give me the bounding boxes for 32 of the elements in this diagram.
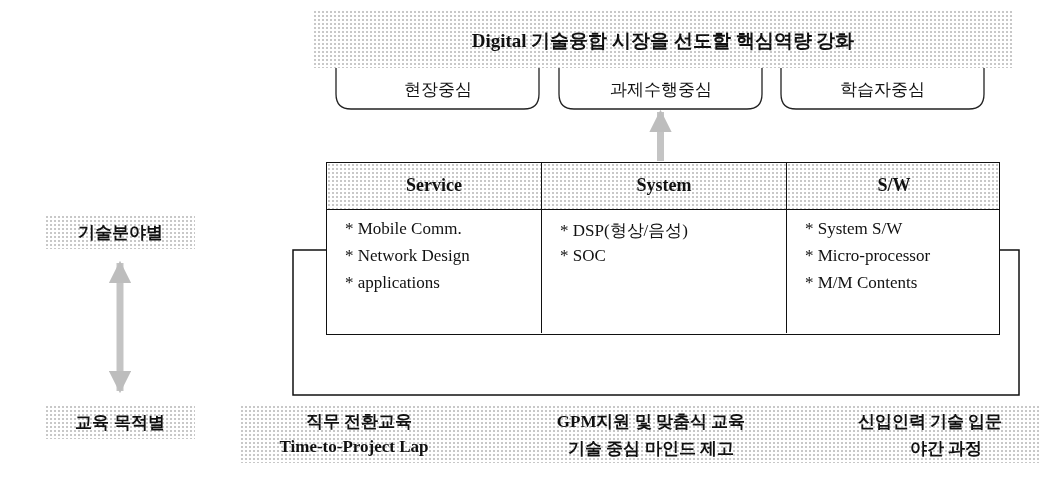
bracket-shape xyxy=(335,68,540,110)
axis-label-text: 기술분야별 xyxy=(76,222,164,244)
list-item: * Mobile Comm. xyxy=(345,219,462,239)
arrow xyxy=(649,109,672,161)
column-header: S/W xyxy=(876,175,912,196)
list-item: * SOC xyxy=(560,246,606,266)
bracket-label: 과제수행중심 xyxy=(608,79,713,101)
list-item: * Network Design xyxy=(345,246,470,266)
list-item: * DSP(형상/음성) xyxy=(560,220,688,242)
column-header: Service xyxy=(405,175,463,196)
bracket-shape xyxy=(558,68,763,110)
row-label: 직무 전환교육 xyxy=(305,411,413,433)
category-table xyxy=(326,162,1000,335)
row-label: 신입인력 기술 입문 xyxy=(857,411,1003,433)
bracket-shape xyxy=(780,68,985,110)
row-label: GPM지원 및 맞춤식 교육 xyxy=(556,411,746,433)
row-label: 기술 중심 마인드 제고 xyxy=(568,438,734,460)
row-label: Time-to-Project Lap xyxy=(279,437,429,457)
bracket-label: 학습자중심 xyxy=(839,79,926,101)
heading-band xyxy=(313,10,1013,68)
heading-text: Digital 기술융합 시장을 선도할 핵심역량 강화 xyxy=(470,29,856,53)
column-header: System xyxy=(635,175,693,196)
row-label: 야간 과정 xyxy=(909,438,983,460)
list-item: * Micro-processor xyxy=(805,246,931,266)
list-item: * System S/W xyxy=(805,219,903,239)
axis-label-text: 교육 목적별 xyxy=(74,412,166,434)
list-item: * applications xyxy=(345,273,440,293)
list-item: * M/M Contents xyxy=(805,273,918,293)
double-arrow xyxy=(108,260,132,394)
bracket-label: 현장중심 xyxy=(402,79,473,101)
axis-label xyxy=(45,215,195,249)
axis-label xyxy=(45,405,195,439)
